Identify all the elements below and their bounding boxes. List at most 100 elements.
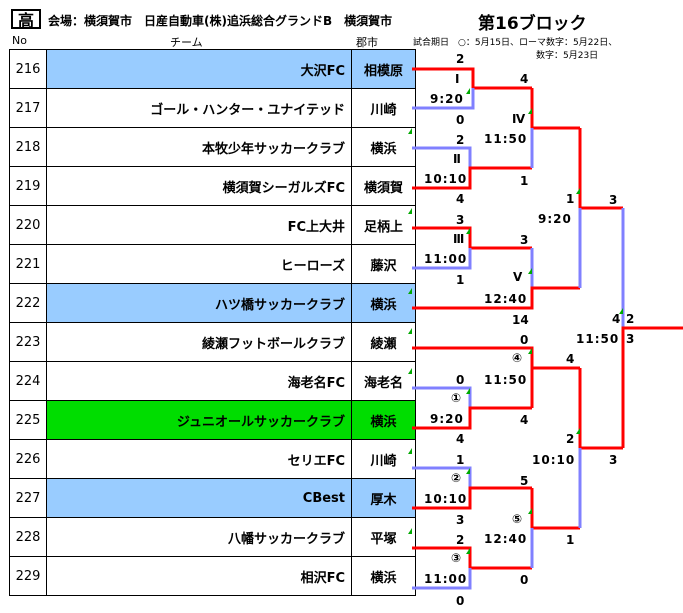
score-label: 3 [520,233,529,247]
match-time-label: 9:20 [538,212,572,226]
team-city: 横須賀 [351,166,416,206]
bracket-line [412,146,472,168]
score-label: 0 [456,373,465,387]
score-label: 2 [566,432,575,446]
team-number: 228 [9,517,47,557]
team-number: 218 [9,127,47,167]
score-label: 0 [456,594,465,608]
score-label: 4 [456,192,465,206]
score-label: 4 [520,413,529,427]
score-label: 0 [456,113,465,127]
score-label: 3 [626,332,635,346]
team-number: 220 [9,205,47,245]
team-name: 八幡サッカークラブ [46,517,352,557]
team-name: ゴール・ハンター・ユナイテッド [46,88,352,128]
score-label: 1 [566,192,575,206]
category-badge: 高 [11,9,41,30]
bracket-line [412,546,532,570]
score-label: 14 [512,313,529,327]
bracket-line [412,386,472,408]
match-id-label: Ⅲ [453,232,465,246]
team-number: 217 [9,88,47,128]
team-number: 226 [9,439,47,479]
team-name: CBest [46,478,352,518]
team-number: 223 [9,322,47,362]
score-label: 2 [456,133,465,147]
team-city: 川崎 [351,88,416,128]
bracket-line [412,166,532,190]
bracket-line [412,568,472,590]
team-city: 海老名 [351,361,416,401]
match-id-label: ④ [512,351,523,365]
match-id-label: ③ [451,551,462,565]
match-time-label: 11:50 [484,373,528,387]
score-label: 1 [456,453,465,467]
team-name: ヒーローズ [46,244,352,284]
team-number: 229 [9,556,47,596]
match-time-label: 11:00 [424,252,468,266]
team-city: 平塚 [351,517,416,557]
score-label: 4 [612,312,621,326]
team-city: 川崎 [351,439,416,479]
match-time-label: 9:20 [430,412,464,426]
bracket-line [412,286,580,310]
team-city: 横浜 [351,556,416,596]
match-time-label: 10:10 [532,453,576,467]
bracket-line [412,67,532,90]
bracket-line [530,88,580,130]
schedule-note: 試合期日 ○：5月15日、ローマ数字：5月22日、 [413,38,618,48]
team-city: 横浜 [351,127,416,167]
bracket-line [412,248,472,270]
match-id-label: ⑤ [512,512,523,526]
score-label: 2 [456,52,465,66]
bracket-line [530,488,580,530]
team-name: 本牧少年サッカークラブ [46,127,352,167]
match-id-label: ① [451,391,462,405]
bracket-line [621,326,683,448]
team-name: 綾瀬フットボールクラブ [46,322,352,362]
score-label: 1 [456,273,465,287]
score-label: 4 [456,432,465,446]
match-id-label: Ⅴ [513,270,523,284]
bracket-line [578,368,623,450]
score-label: 2 [456,533,465,547]
match-time-label: 11:50 [576,332,620,346]
score-label: 3 [456,213,465,227]
match-id-label: ② [451,471,462,485]
team-name: 相沢FC [46,556,352,596]
corner-marks [408,88,623,554]
score-label: 5 [520,474,529,488]
bracket-line [412,466,472,488]
bracket-line [412,88,475,110]
score-label: 4 [566,352,575,366]
bracket-line [530,366,580,408]
team-name: ハツ橋サッカークラブ [46,283,352,323]
column-header-no: No [12,34,27,47]
bracket-line [412,486,532,510]
match-id-label: Ⅳ [512,112,526,126]
score-label: 1 [520,174,529,188]
column-header-team: チーム [170,36,203,49]
team-city: 横浜 [351,283,416,323]
column-header-city: 郡市 [356,36,378,49]
match-id-label: Ⅱ [453,152,461,166]
bracket-line [412,226,532,250]
venue-text: 会場：横須賀市 日産自動車(株)追浜総合グランドB 横須賀市 [48,14,393,28]
bracket-line [412,406,532,430]
team-name: 横須賀シーガルズFC [46,166,352,206]
score-label: 3 [609,193,618,207]
schedule-note-2: 数字：5月23日 [536,51,599,61]
score-label: 0 [520,573,529,587]
